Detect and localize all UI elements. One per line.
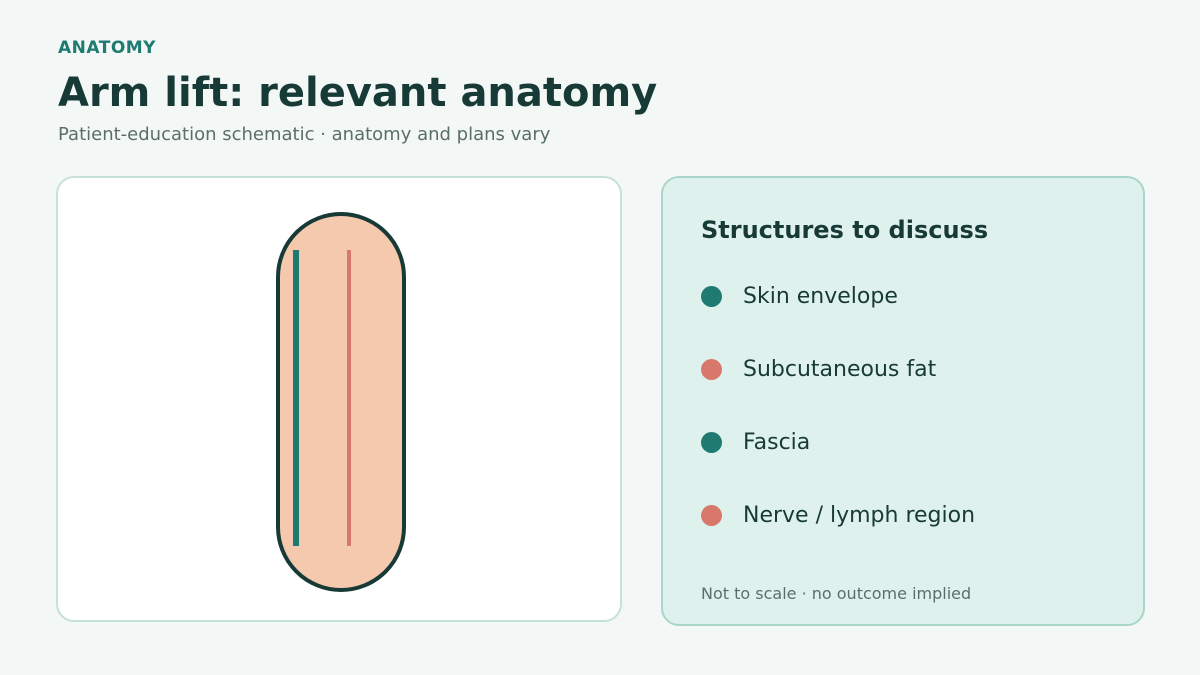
arm-outline xyxy=(276,212,406,592)
section-eyebrow: ANATOMY xyxy=(58,38,156,58)
legend-item-label: Fascia xyxy=(743,429,811,455)
legend-item-label: Nerve / lymph region xyxy=(743,502,976,528)
page-title: Arm lift: relevant anatomy xyxy=(58,70,658,116)
teal-dot-icon xyxy=(701,431,722,453)
legend-item-label: Subcutaneous fat xyxy=(743,356,937,382)
legend-item: Skin envelope xyxy=(701,281,898,311)
page-subtitle: Patient-education schematic · anatomy an… xyxy=(58,124,551,145)
legend-item: Nerve / lymph region xyxy=(701,500,975,530)
coral-dot-icon xyxy=(701,504,722,526)
footnote: Not to scale · no outcome implied xyxy=(701,584,972,603)
arm-schematic xyxy=(276,212,406,592)
legend-item-label: Skin envelope xyxy=(743,283,898,309)
skin-envelope-line xyxy=(293,250,299,546)
legend-title: Structures to discuss xyxy=(701,216,989,244)
diagram-panel xyxy=(56,176,622,622)
nerve-lymph-line xyxy=(347,250,351,546)
legend-panel: Structures to discuss Skin envelope Subc… xyxy=(661,176,1145,626)
legend-item: Fascia xyxy=(701,427,810,457)
teal-dot-icon xyxy=(701,285,722,307)
coral-dot-icon xyxy=(701,358,722,380)
legend-item: Subcutaneous fat xyxy=(701,354,936,384)
